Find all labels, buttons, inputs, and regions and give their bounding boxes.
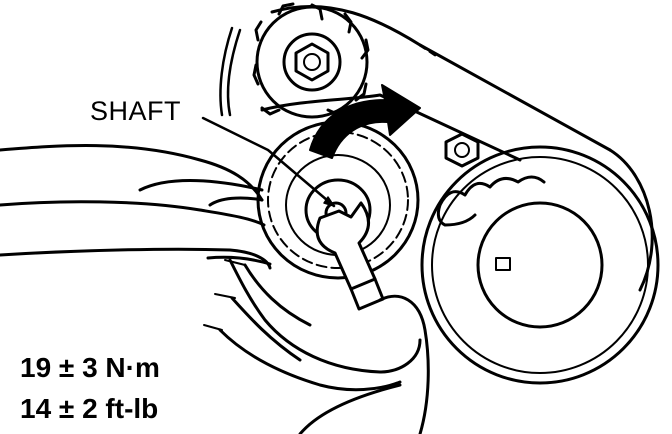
timing-belt: [260, 4, 654, 292]
cam-sprocket: [252, 2, 370, 119]
pulley-teeth: [438, 175, 546, 207]
left-hand: [0, 144, 272, 270]
wrench-icon: [315, 201, 385, 311]
torque-metric-label: 19 ± 3 N·m: [20, 352, 160, 383]
shaft-leader-line: [201, 116, 336, 208]
crank-pulley: [420, 145, 660, 385]
arm-lines: [219, 26, 242, 117]
right-hand: [203, 258, 430, 434]
bolt-icon: [444, 132, 480, 168]
shaft-callout-label: SHAFT: [90, 96, 182, 126]
rotation-arrow-icon: [309, 84, 421, 159]
hex-nut-icon: [294, 42, 330, 82]
torque-imperial-label: 14 ± 2 ft-lb: [20, 393, 159, 424]
